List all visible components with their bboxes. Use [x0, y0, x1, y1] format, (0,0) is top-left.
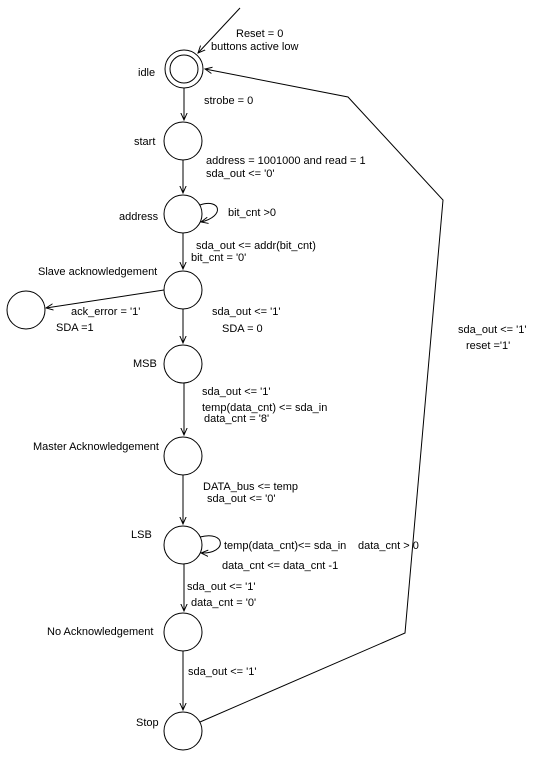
annot-master-1: DATA_bus <= temp — [203, 481, 298, 493]
label-idle: idle — [138, 67, 155, 79]
annot-slave-1: sda_out <= '1' — [212, 306, 280, 318]
annot-master-2: sda_out <= '0' — [207, 493, 275, 505]
annot-strobe: strobe = 0 — [204, 95, 253, 107]
label-address: address — [119, 211, 159, 223]
annot-addr-2: bit_cnt = '0' — [191, 252, 246, 264]
label-stop: Stop — [136, 717, 159, 729]
label-master-ack: Master Acknowledgement — [33, 441, 159, 453]
annot-slave-2: SDA = 0 — [222, 323, 263, 335]
edge-slave-error — [46, 289, 165, 308]
annot-return-2: reset ='1' — [466, 340, 510, 352]
annot-bitcnt-loop: bit_cnt >0 — [228, 207, 276, 219]
edge-lsb-loop — [199, 535, 221, 553]
label-no-ack: No Acknowledgement — [47, 626, 153, 638]
edge-reset-in — [198, 7, 241, 53]
label-lsb: LSB — [131, 529, 152, 541]
state-master-ack — [163, 436, 203, 476]
annot-noack-1: sda_out <= '1' — [188, 666, 256, 678]
edge-stop-idle — [199, 69, 444, 723]
annot-return-1: sda_out <= '1' — [458, 324, 526, 336]
edge-address-loop — [199, 203, 218, 222]
annot-reset-1: Reset = 0 — [236, 28, 283, 40]
state-slave-ack — [163, 270, 203, 310]
annot-start-2: sda_out <= '0' — [206, 168, 274, 180]
annot-msb-2: temp(data_cnt) <= sda_in — [202, 402, 327, 414]
state-msb — [163, 344, 203, 384]
state-stop — [163, 711, 203, 751]
annot-lsb-1: sda_out <= '1' — [187, 581, 255, 593]
annot-addr-1: sda_out <= addr(bit_cnt) — [196, 240, 316, 252]
label-start: start — [134, 136, 155, 148]
annot-start-1: address = 1001000 and read = 1 — [206, 155, 366, 167]
annot-lsb-2: data_cnt = '0' — [191, 597, 256, 609]
label-msb: MSB — [133, 358, 157, 370]
annot-reset-2: buttons active low — [211, 41, 298, 53]
annot-msb-1: sda_out <= '1' — [202, 386, 270, 398]
state-start — [163, 121, 203, 161]
state-error — [6, 290, 46, 330]
label-slave-ack: Slave acknowledgement — [38, 266, 157, 278]
annot-lsb-loop-2: data_cnt > 0 — [358, 540, 419, 552]
annot-msb-3: data_cnt = '8' — [204, 413, 269, 425]
state-lsb — [163, 525, 203, 565]
state-no-ack — [163, 612, 203, 652]
state-idle — [164, 49, 204, 89]
annot-sda1: SDA =1 — [56, 322, 94, 334]
annot-lsb-loop-3: data_cnt <= data_cnt -1 — [222, 560, 338, 572]
annot-lsb-loop-1: temp(data_cnt)<= sda_in — [224, 540, 346, 552]
annot-ack-error: ack_error = '1' — [71, 306, 140, 318]
state-address — [163, 194, 203, 234]
